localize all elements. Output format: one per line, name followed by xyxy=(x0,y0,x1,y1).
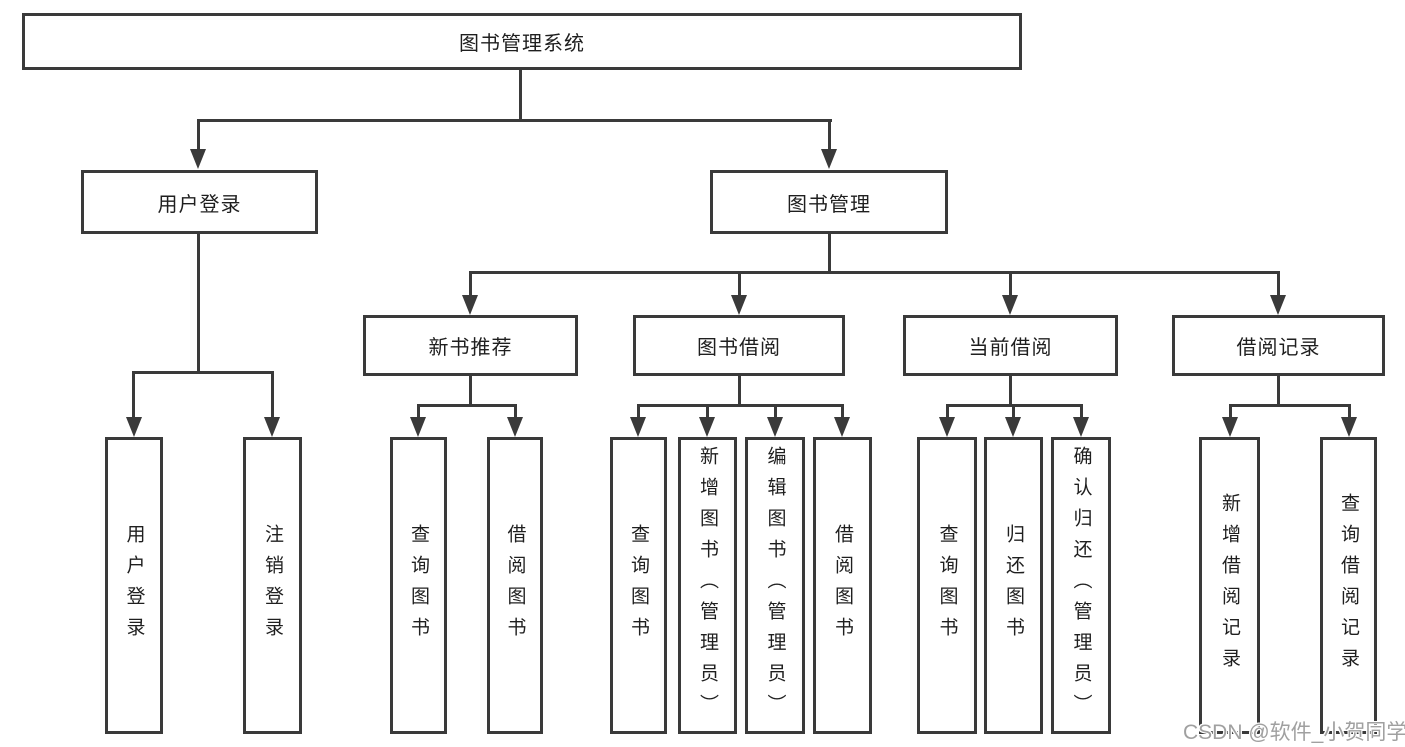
connector-line xyxy=(1080,404,1083,419)
connector-line xyxy=(1012,404,1015,419)
node-label: 新书推荐 xyxy=(428,337,513,359)
connector-line xyxy=(637,404,844,407)
node-book-management: 图书管理 xyxy=(710,170,948,234)
leaf-label: 新增借阅记录 xyxy=(1219,492,1240,679)
node-label: 借阅记录 xyxy=(1236,337,1321,359)
arrow-down-icon xyxy=(1341,417,1357,437)
leaf-label: 新增图书（管理员） xyxy=(697,446,718,725)
leaf-return-books: 归还图书 xyxy=(984,437,1043,734)
connector-line xyxy=(637,404,640,419)
leaf-label: 借阅图书 xyxy=(504,523,526,648)
connector-line xyxy=(417,404,420,419)
leaf-label: 查询借阅记录 xyxy=(1338,492,1359,679)
leaf-logout: 注销登录 xyxy=(243,437,302,734)
arrow-down-icon xyxy=(767,417,783,437)
node-label: 图书借阅 xyxy=(697,337,781,359)
node-label: 当前借阅 xyxy=(968,337,1053,359)
node-label: 图书管理 xyxy=(787,193,871,216)
arrow-down-icon xyxy=(264,417,280,437)
connector-line xyxy=(1229,404,1351,407)
arrow-down-icon xyxy=(630,417,646,437)
arrow-down-icon xyxy=(126,417,142,437)
leaf-add-books-admin: 新增图书（管理员） xyxy=(678,437,737,734)
connector-line xyxy=(738,271,741,297)
node-label: 用户登录 xyxy=(157,193,242,216)
connector-line xyxy=(514,404,517,419)
connector-line xyxy=(1348,404,1351,419)
connector-line xyxy=(738,376,741,407)
connector-line xyxy=(469,376,472,407)
leaf-query-borrow-record: 查询借阅记录 xyxy=(1320,437,1377,734)
node-library-management-system: 图书管理系统 xyxy=(22,13,1022,70)
connector-line xyxy=(1009,271,1012,297)
connector-line xyxy=(197,119,200,152)
arrow-down-icon xyxy=(821,149,837,169)
arrow-down-icon xyxy=(939,417,955,437)
node-book-borrowing: 图书借阅 xyxy=(633,315,845,376)
connector-line xyxy=(1229,404,1232,419)
connector-line xyxy=(774,404,777,419)
connector-line xyxy=(197,234,200,374)
connector-line xyxy=(706,404,709,419)
leaf-confirm-return-admin: 确认归还（管理员） xyxy=(1051,437,1111,734)
leaf-borrow-books-newbook: 借阅图书 xyxy=(487,437,543,734)
leaf-query-books-newbook: 查询图书 xyxy=(390,437,447,734)
arrow-down-icon xyxy=(190,149,206,169)
connector-line xyxy=(469,271,1280,274)
arrow-down-icon xyxy=(1270,295,1286,315)
arrow-down-icon xyxy=(1073,417,1089,437)
connector-line xyxy=(841,404,844,419)
connector-line xyxy=(198,119,832,122)
arrow-down-icon xyxy=(410,417,426,437)
csdn-watermark: CSDN @软件_小贺同学 xyxy=(1183,721,1405,744)
connector-line xyxy=(469,271,472,297)
connector-line xyxy=(1277,271,1280,297)
connector-line xyxy=(828,119,831,152)
node-borrowing-records: 借阅记录 xyxy=(1172,315,1385,376)
leaf-label: 查询图书 xyxy=(936,523,958,648)
leaf-add-borrow-record: 新增借阅记录 xyxy=(1199,437,1260,734)
connector-line xyxy=(1277,376,1280,407)
leaf-label: 归还图书 xyxy=(1003,523,1024,648)
arrow-down-icon xyxy=(462,295,478,315)
arrow-down-icon xyxy=(699,417,715,437)
leaf-label: 查询图书 xyxy=(628,523,649,648)
leaf-label: 编辑图书（管理员） xyxy=(764,446,786,725)
node-label: 图书管理系统 xyxy=(459,33,585,55)
leaf-label: 确认归还（管理员） xyxy=(1070,446,1092,725)
arrow-down-icon xyxy=(1222,417,1238,437)
arrow-down-icon xyxy=(1002,295,1018,315)
connector-line xyxy=(417,404,517,407)
node-user-login: 用户登录 xyxy=(81,170,318,234)
leaf-label: 查询图书 xyxy=(408,523,429,648)
leaf-borrow-books-borrowing: 借阅图书 xyxy=(813,437,872,734)
connector-line xyxy=(519,70,522,122)
connector-line xyxy=(271,371,274,419)
leaf-label: 借阅图书 xyxy=(832,523,853,648)
arrow-down-icon xyxy=(507,417,523,437)
arrow-down-icon xyxy=(1005,417,1021,437)
node-current-borrowing: 当前借阅 xyxy=(903,315,1118,376)
connector-line xyxy=(946,404,949,419)
leaf-label: 用户登录 xyxy=(123,523,145,648)
leaf-label: 注销登录 xyxy=(262,523,283,648)
connector-line xyxy=(132,371,135,419)
arrow-down-icon xyxy=(731,295,747,315)
arrow-down-icon xyxy=(834,417,850,437)
leaf-query-books-borrowing: 查询图书 xyxy=(610,437,667,734)
connector-line xyxy=(828,234,831,274)
connector-line xyxy=(1009,376,1012,407)
node-new-book-recommendation: 新书推荐 xyxy=(363,315,578,376)
connector-line xyxy=(133,371,274,374)
leaf-edit-books-admin: 编辑图书（管理员） xyxy=(745,437,805,734)
leaf-user-login: 用户登录 xyxy=(105,437,163,734)
leaf-query-books-current: 查询图书 xyxy=(917,437,977,734)
